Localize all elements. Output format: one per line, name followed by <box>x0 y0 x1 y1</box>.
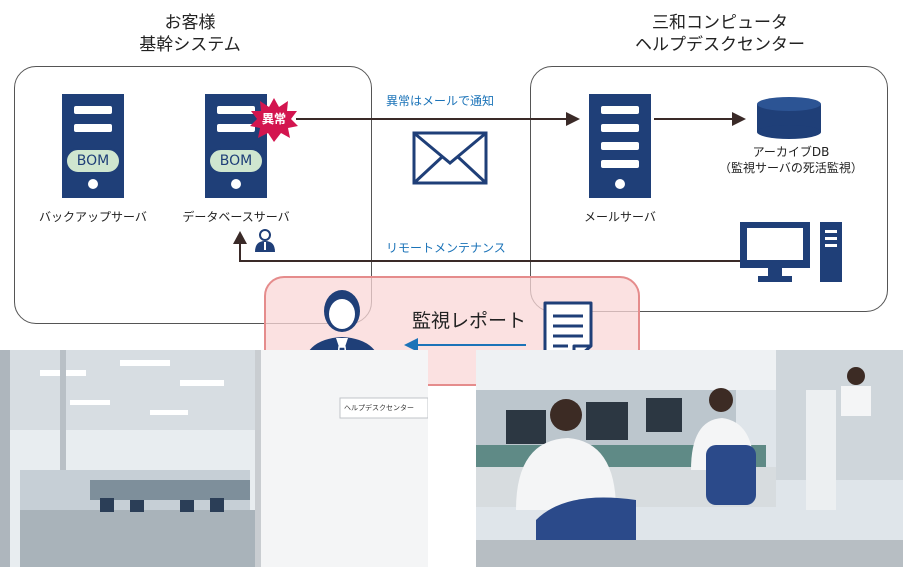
helpdesk-sign-text: ヘルプデスクセンター <box>344 404 414 412</box>
customer-title-line1: お客様 <box>164 13 216 33</box>
operator-icon <box>254 228 276 256</box>
remote-maintenance-label: リモートメンテナンス <box>386 241 506 255</box>
monitoring-report-label: 監視レポート <box>412 310 527 332</box>
archive-db-line1: アーカイブDB <box>752 145 830 159</box>
mail-server-icon <box>589 94 651 202</box>
helpdesk-title-line1: 三和コンピュータ <box>652 13 788 33</box>
backup-server-label: バックアップサーバ <box>39 210 147 224</box>
alert-label: 異常 <box>261 112 286 126</box>
helpdesk-operators-photo <box>476 350 903 567</box>
archive-db-line2: （監視サーバの死活監視） <box>719 161 863 175</box>
database-bom-badge: BOM <box>208 148 264 174</box>
alert-burst-icon <box>250 98 298 142</box>
customer-title-line2: 基幹システム <box>139 35 241 55</box>
report-arrow <box>404 338 526 352</box>
mail-notify-label: 異常はメールで通知 <box>386 94 495 108</box>
backup-server-icon <box>62 94 124 202</box>
remote-maintenance-arrow <box>233 231 740 262</box>
mail-server-label: メールサーバ <box>584 210 656 224</box>
archive-db-label: アーカイブDB （監視サーバの死活監視） <box>716 144 866 176</box>
backup-bom-badge: BOM <box>65 148 121 174</box>
helpdesk-title: 三和コンピュータ ヘルプデスクセンター <box>610 12 830 56</box>
archive-arrow <box>654 112 746 126</box>
database-server-label: データベースサーバ <box>182 210 290 224</box>
workstation-icon <box>740 222 844 288</box>
helpdesk-title-line2: ヘルプデスクセンター <box>635 35 805 55</box>
archive-db-icon <box>756 96 822 144</box>
mail-notify-arrow <box>296 112 580 126</box>
envelope-icon <box>412 131 488 189</box>
helpdesk-entrance-photo: ヘルプデスクセンター <box>0 350 428 567</box>
customer-title: お客様 基幹システム <box>100 12 280 56</box>
